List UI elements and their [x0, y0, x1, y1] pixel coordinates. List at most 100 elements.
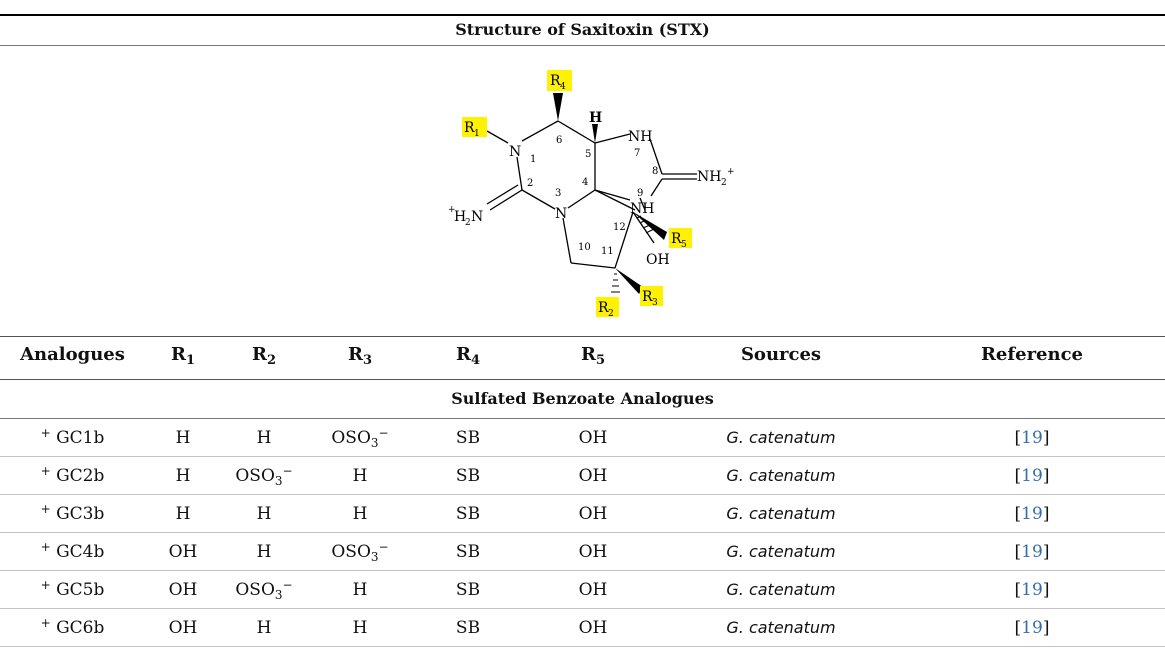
- r5-highlight: [669, 228, 692, 248]
- header-top-rule: [0, 336, 1165, 337]
- cell-r2: H: [256, 504, 272, 524]
- row-divider: [0, 646, 1165, 647]
- svg-text:3: 3: [652, 298, 658, 308]
- label-h2n-left: H: [454, 209, 466, 225]
- title-divider: [0, 45, 1165, 46]
- label-r1: R: [464, 120, 475, 136]
- reference-link[interactable]: 19: [1021, 542, 1043, 562]
- col-header-sources: Sources: [740, 344, 822, 365]
- section-title: Sulfated Benzoate Analogues: [451, 389, 714, 408]
- svg-text:1: 1: [474, 129, 480, 139]
- cell-r3: H: [352, 618, 368, 638]
- svg-text:1: 1: [530, 154, 536, 165]
- cell-r1: OH: [168, 580, 198, 600]
- cell-r2: H: [256, 618, 272, 638]
- cell-r1: H: [175, 504, 191, 524]
- svg-text:N: N: [471, 209, 483, 225]
- cell-r4: SB: [455, 466, 481, 486]
- cell-analogue: + GC3b: [40, 502, 105, 524]
- r3-highlight: [640, 286, 663, 306]
- reference-link[interactable]: 19: [1021, 466, 1043, 486]
- cell-reference: [19]: [1014, 504, 1050, 524]
- label-nh7: NH: [628, 129, 652, 145]
- label-oh: OH: [646, 252, 670, 268]
- cell-r4: SB: [455, 428, 481, 448]
- cell-analogue: + GC2b: [40, 464, 105, 486]
- header-bottom-rule: [0, 379, 1165, 380]
- cell-r1: OH: [168, 618, 198, 638]
- svg-text:+: +: [727, 167, 735, 177]
- row-divider: [0, 456, 1165, 457]
- cell-r5: OH: [578, 428, 608, 448]
- cell-reference: [19]: [1014, 618, 1050, 638]
- row-divider: [0, 608, 1165, 609]
- cell-source: G. catenatum: [726, 428, 836, 447]
- cell-reference: [19]: [1014, 542, 1050, 562]
- reference-link[interactable]: 19: [1021, 580, 1043, 600]
- reference-link[interactable]: 19: [1021, 428, 1043, 448]
- svg-text:4: 4: [560, 82, 566, 92]
- cell-r5: OH: [578, 466, 608, 486]
- cell-r4: SB: [455, 542, 481, 562]
- cell-reference: [19]: [1014, 466, 1050, 486]
- svg-text:4: 4: [582, 177, 588, 188]
- svg-text:7: 7: [634, 148, 640, 159]
- reference-link[interactable]: 19: [1021, 504, 1043, 524]
- cell-r2: OSO3−OSO3−: [235, 464, 293, 488]
- cell-r3: H: [352, 504, 368, 524]
- cell-r1: H: [175, 466, 191, 486]
- svg-text:2: 2: [527, 178, 533, 189]
- cell-r2: H: [256, 542, 272, 562]
- label-n1: N: [509, 144, 521, 160]
- cell-analogue: + GC4b: [40, 540, 105, 562]
- cell-r3: OSO3−OSO3−: [331, 540, 389, 564]
- cell-r3: H: [352, 466, 368, 486]
- svg-text:5: 5: [585, 149, 591, 160]
- svg-text:10: 10: [578, 242, 591, 253]
- cell-analogue: + GC6b: [40, 616, 105, 638]
- cell-source: G. catenatum: [726, 618, 836, 637]
- table-row: + GC6b OH H H SB OH G. catenatum [19]: [0, 609, 1165, 647]
- r4-highlight: [547, 70, 572, 91]
- table-top-rule: [0, 14, 1165, 16]
- cell-r3: OSO3−OSO3−: [331, 426, 389, 450]
- cell-analogue: + GC5b: [40, 578, 105, 600]
- row-divider: [0, 494, 1165, 495]
- svg-text:8: 8: [652, 166, 658, 177]
- svg-text:12: 12: [613, 222, 626, 233]
- cell-r3: H: [352, 580, 368, 600]
- col-header-reference: Reference: [980, 344, 1084, 365]
- col-header-r4: R4: [455, 344, 480, 368]
- cell-source: G. catenatum: [726, 580, 836, 599]
- svg-text:+: +: [448, 205, 456, 215]
- r2-highlight: [596, 297, 619, 317]
- cell-r2: OSO3−OSO3−: [235, 578, 293, 602]
- cell-analogue: + GC1b: [40, 426, 105, 448]
- label-h: H: [589, 110, 602, 126]
- label-n3: N: [555, 206, 567, 222]
- svg-text:5: 5: [681, 240, 687, 250]
- svg-text:2: 2: [721, 178, 727, 188]
- row-divider: [0, 532, 1165, 533]
- svg-text:3: 3: [555, 188, 561, 199]
- label-r2: R: [598, 300, 609, 316]
- cell-r5: OH: [578, 618, 608, 638]
- r1-highlight: [462, 117, 487, 137]
- svg-text:11: 11: [601, 246, 614, 257]
- saxitoxin-structure-diagram: R 1 R 4 R 5 R 2 R 3 H N N NH NH NH 2 + +…: [448, 70, 735, 319]
- cell-source: G. catenatum: [726, 504, 836, 523]
- label-nh9: NH: [630, 201, 654, 217]
- cell-r2: H: [256, 428, 272, 448]
- col-header-r5: R5: [580, 344, 605, 368]
- reference-link[interactable]: 19: [1021, 618, 1043, 638]
- label-r5: R: [671, 231, 682, 247]
- label-nh2-right: NH: [697, 169, 721, 185]
- table-title: Structure of Saxitoxin (STX): [455, 20, 710, 39]
- svg-text:6: 6: [556, 135, 562, 146]
- cell-r4: SB: [455, 580, 481, 600]
- cell-r4: SB: [455, 618, 481, 638]
